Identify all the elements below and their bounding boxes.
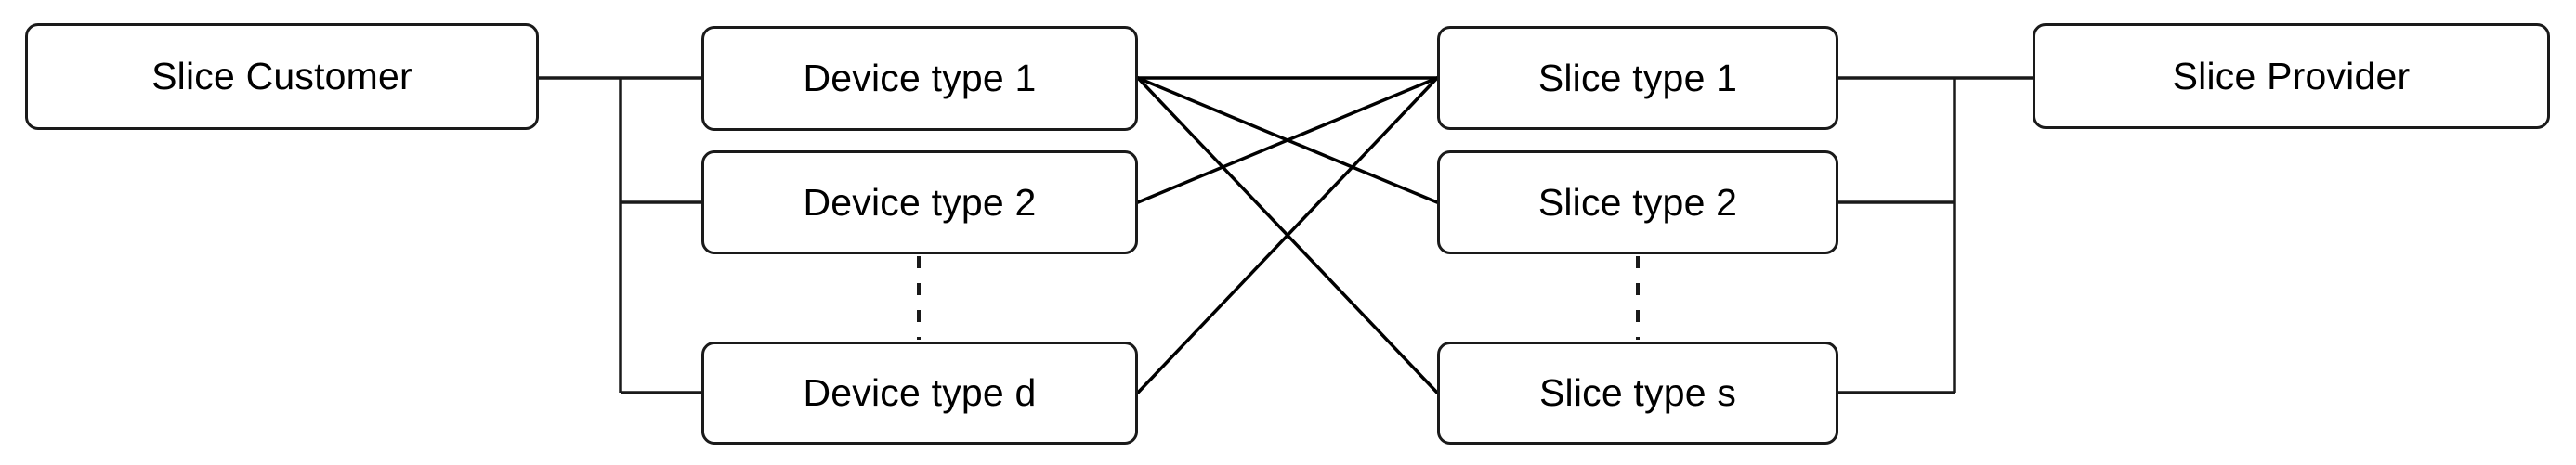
node-device-type-1[interactable]: Device type 1 [701, 26, 1138, 131]
node-slice-customer-label: Slice Customer [151, 55, 412, 97]
node-device-type-d-label: Device type d [803, 371, 1037, 414]
ellipsis-group [917, 256, 1640, 340]
node-slice-type-1[interactable]: Slice type 1 [1437, 26, 1838, 130]
node-slice-customer[interactable]: Slice Customer [25, 23, 539, 130]
node-slice-type-2-label: Slice type 2 [1537, 180, 1738, 224]
node-device-type-2[interactable]: Device type 2 [701, 150, 1138, 254]
edge-device-1-to-slice-2 [1136, 76, 1439, 204]
node-slice-type-1-label: Slice type 1 [1537, 56, 1738, 99]
edge-device-2-to-slice-1 [1136, 76, 1439, 204]
node-slice-type-s-label: Slice type s [1538, 371, 1737, 414]
edge-device-d-to-slice-1 [1136, 76, 1439, 394]
node-device-type-d[interactable]: Device type d [701, 342, 1138, 445]
device-slice-mapping-group [1136, 76, 1439, 394]
provider-bus-group [1838, 76, 2033, 394]
node-device-type-2-label: Device type 2 [803, 180, 1037, 224]
node-slice-provider-label: Slice Provider [2172, 54, 2411, 97]
node-slice-type-2[interactable]: Slice type 2 [1437, 150, 1838, 254]
edge-device-1-to-slice-s [1136, 76, 1439, 394]
node-device-type-1-label: Device type 1 [803, 57, 1037, 99]
node-slice-provider[interactable]: Slice Provider [2033, 23, 2550, 129]
node-slice-type-s[interactable]: Slice type s [1437, 342, 1838, 445]
customer-bus-group [539, 76, 701, 394]
